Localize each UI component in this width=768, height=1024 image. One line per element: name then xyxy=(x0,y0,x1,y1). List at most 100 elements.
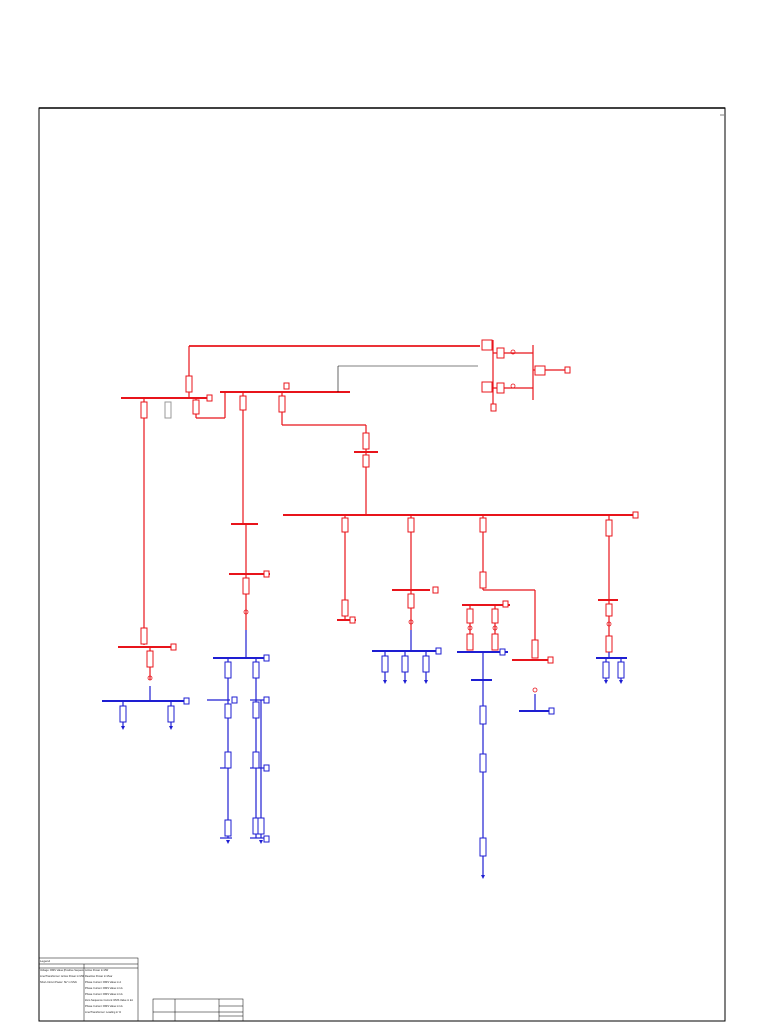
lv-breaker[interactable] xyxy=(479,837,487,857)
breaker[interactable] xyxy=(341,517,349,533)
breaker[interactable] xyxy=(479,571,487,589)
lv-terminal[interactable] xyxy=(183,697,190,705)
load-arrow-icon xyxy=(259,840,263,844)
lv-breaker[interactable] xyxy=(479,753,487,773)
breaker[interactable] xyxy=(164,401,172,419)
terminal-box[interactable] xyxy=(349,616,356,624)
transformer-box[interactable] xyxy=(534,365,546,376)
breaker[interactable] xyxy=(362,454,370,468)
lv-breaker[interactable] xyxy=(422,655,430,673)
lv-breaker[interactable] xyxy=(252,751,260,769)
transformer-symbol xyxy=(510,349,516,355)
lv-breaker[interactable] xyxy=(224,661,232,679)
legend-item: Phase Current: RMS Value in kA xyxy=(85,993,123,996)
lv-terminal[interactable] xyxy=(499,648,506,656)
legend-item: Phase Current: RMS Value in kA xyxy=(85,1005,123,1008)
lv-breaker[interactable] xyxy=(602,661,610,679)
breaker[interactable] xyxy=(531,639,539,659)
terminal-box[interactable] xyxy=(283,382,290,390)
load-arrow-icon xyxy=(424,680,428,684)
breaker[interactable] xyxy=(239,395,247,411)
terminal-box[interactable] xyxy=(263,570,270,578)
lv-breaker[interactable] xyxy=(224,703,232,719)
legend-item: Active Power in MW xyxy=(85,969,109,972)
breaker[interactable] xyxy=(491,608,499,624)
breaker[interactable] xyxy=(605,603,613,617)
lv-breaker[interactable] xyxy=(401,655,409,673)
title-block xyxy=(152,998,244,1022)
legend-item: Line/Transformer: Active Power in MW xyxy=(40,975,84,978)
breaker[interactable] xyxy=(140,401,148,419)
breaker[interactable] xyxy=(491,633,499,651)
breaker[interactable] xyxy=(407,517,415,533)
legend-item: Short-Circuit Power: Sk'' in MVA xyxy=(40,981,77,984)
breaker[interactable] xyxy=(466,608,474,624)
breaker[interactable] xyxy=(362,432,370,450)
terminal-box[interactable] xyxy=(547,656,554,664)
transformer-symbol xyxy=(532,687,538,693)
lv-breaker[interactable] xyxy=(119,705,127,723)
lv-terminal[interactable] xyxy=(263,835,270,843)
breaker[interactable] xyxy=(185,375,193,393)
lv-breaker[interactable] xyxy=(224,819,232,837)
lv-breaker[interactable] xyxy=(617,661,625,679)
legend-item: Line/Transformer: Loading in % xyxy=(85,1011,122,1014)
legend-item: Reactive Power in Mvar xyxy=(85,975,113,978)
breaker[interactable] xyxy=(605,635,613,653)
transformer-symbol xyxy=(606,621,612,627)
legend-title: Legend xyxy=(40,959,51,963)
lv-breaker[interactable] xyxy=(224,751,232,769)
legend-item: Voltage: RMS Value [Positive Sequence] i… xyxy=(40,969,84,972)
transformer-symbol xyxy=(492,625,498,631)
lv-breaker[interactable] xyxy=(381,655,389,673)
lv-terminal[interactable] xyxy=(548,707,555,715)
lv-breaker[interactable] xyxy=(252,661,260,679)
terminal-box[interactable] xyxy=(502,600,509,608)
terminal-box[interactable] xyxy=(632,511,639,519)
breaker[interactable] xyxy=(605,519,613,537)
breaker[interactable] xyxy=(407,593,415,609)
load-arrow-icon xyxy=(383,680,387,684)
lv-terminal[interactable] xyxy=(263,696,270,704)
transformer-symbol xyxy=(510,383,516,389)
breaker[interactable] xyxy=(140,627,148,645)
breaker[interactable] xyxy=(496,347,505,359)
breaker[interactable] xyxy=(466,633,474,651)
lv-breaker[interactable] xyxy=(479,705,487,725)
lv-breaker[interactable] xyxy=(257,817,265,835)
legend-item: Phase Current: RMS Value in A xyxy=(85,981,122,984)
transformer-symbol xyxy=(147,675,153,681)
breaker[interactable] xyxy=(490,403,497,412)
breaker[interactable] xyxy=(242,577,250,595)
breaker[interactable] xyxy=(192,399,200,415)
lv-breaker[interactable] xyxy=(167,705,175,723)
breaker[interactable] xyxy=(278,395,286,413)
breaker[interactable] xyxy=(496,382,505,394)
load-arrow-icon xyxy=(619,680,623,684)
legend-box xyxy=(38,957,139,1022)
breaker[interactable] xyxy=(341,599,349,617)
breaker[interactable] xyxy=(481,339,493,351)
transformer-symbol xyxy=(243,609,249,615)
terminal-box[interactable] xyxy=(564,366,571,374)
load-arrow-icon xyxy=(604,680,608,684)
breaker[interactable] xyxy=(481,381,493,393)
lv-breaker[interactable] xyxy=(252,701,260,719)
lv-terminal[interactable] xyxy=(231,696,238,704)
lv-terminal[interactable] xyxy=(263,764,270,772)
transformer-symbol xyxy=(467,625,473,631)
transformer-symbol xyxy=(408,619,414,625)
terminal-box[interactable] xyxy=(432,586,439,594)
lv-terminal[interactable] xyxy=(263,654,270,662)
drawing-frame xyxy=(38,107,726,1022)
load-arrow-icon xyxy=(403,680,407,684)
terminal-box[interactable] xyxy=(170,643,177,651)
terminal-box[interactable] xyxy=(206,394,213,402)
load-arrow-icon xyxy=(121,726,125,730)
breaker[interactable] xyxy=(146,650,154,668)
legend-item: Phase Current: RMS Value in kA xyxy=(85,987,123,990)
lv-terminal[interactable] xyxy=(435,647,442,655)
breaker[interactable] xyxy=(479,517,487,533)
legend-item: Zero Sequence Current: RMS Value in kA xyxy=(85,999,133,1002)
